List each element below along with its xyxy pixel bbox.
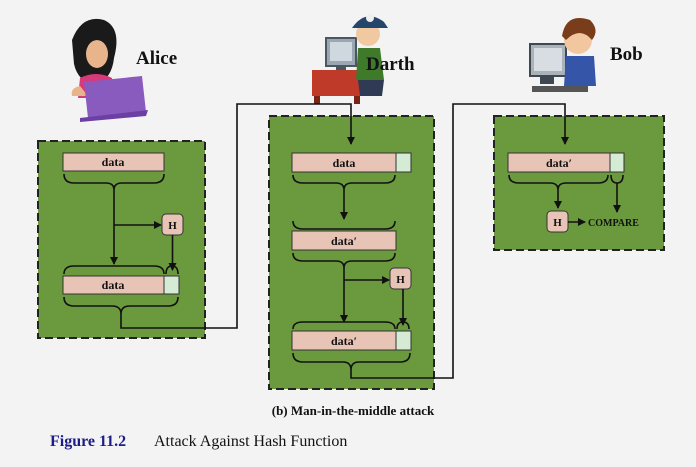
darth-data-hash: [395, 152, 412, 173]
bob-label: Bob: [610, 44, 643, 65]
darth-to-bob-connector: [350, 103, 569, 379]
alice-join-brace: [63, 265, 165, 275]
darth-forged-label: data′: [331, 234, 357, 248]
bob-data-label: data′: [546, 156, 572, 170]
compare-label: COMPARE: [588, 218, 639, 229]
alice-output-label: data: [102, 278, 125, 292]
darth-output-hash: [395, 330, 412, 351]
alice-data-block: [62, 152, 165, 172]
darth-forged-block: [291, 230, 397, 251]
darth-hash-node: [389, 267, 412, 290]
darth-label: Darth: [366, 54, 415, 75]
bob-hash-label: H: [553, 217, 562, 229]
subfigure-caption: (b) Man-in-the-middle attack: [272, 403, 435, 418]
alice-data-label: data: [102, 155, 125, 169]
alice-figure: [71, 18, 148, 122]
alice-label: Alice: [136, 48, 177, 69]
figure-number: Figure 11.2: [50, 433, 126, 450]
darth-data-label: data: [333, 156, 356, 170]
alice-output-hash: [163, 275, 180, 295]
bob-data-hash: [609, 152, 625, 173]
darth-figure: [312, 14, 388, 104]
alice-to-darth-connector: [120, 103, 355, 329]
darth-hash-label: H: [396, 274, 405, 286]
alice-hash-label: H: [168, 220, 177, 232]
alice-panel: [37, 140, 206, 339]
darth-output-label: data′: [331, 334, 357, 348]
bob-figure: [529, 18, 596, 92]
figure-title: Attack Against Hash Function: [154, 433, 347, 450]
